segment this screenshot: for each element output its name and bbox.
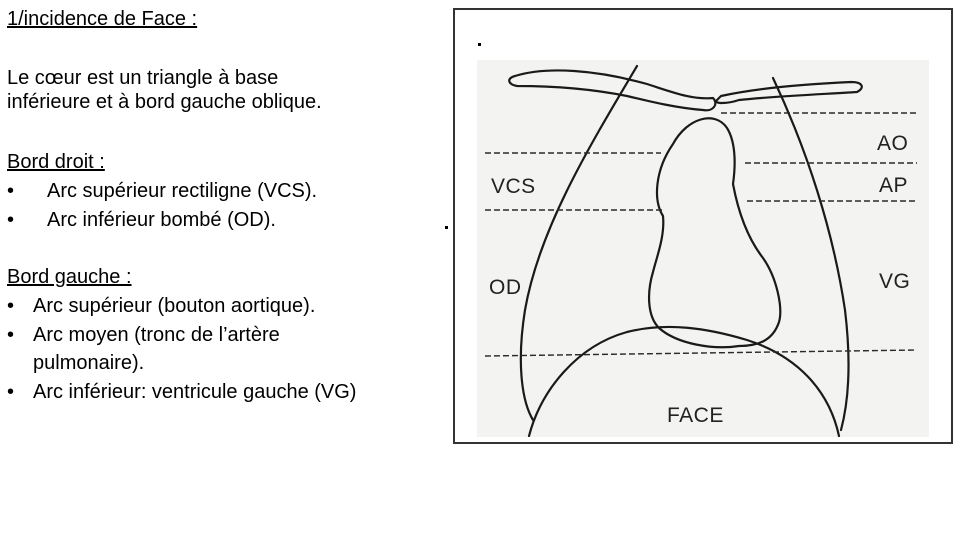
slide-title: 1/incidence de Face : [7,8,198,30]
label-vcs: VCS [491,175,536,198]
dash-bottom [484,349,918,357]
label-vg: VG [879,270,910,293]
bord-gauche-item-1: Arc supérieur (bouton aortique). [33,295,316,317]
label-ao: AO [877,132,908,155]
bord-droit-item-1: Arc supérieur rectiligne (VCS). [47,180,318,202]
heart-silhouette [647,117,782,349]
bullet-icon: • [7,180,15,202]
bord-gauche-heading: Bord gauche : [7,266,132,288]
right-clavicle [715,80,863,105]
diaphragm-dome [527,325,841,437]
label-od: OD [489,276,522,299]
bullet-icon: • [7,381,15,403]
intro-line-1: Le cœur est un triangle à base [7,67,279,89]
intro-line-2: inférieure et à bord gauche oblique. [7,91,322,113]
left-clavicle [508,69,717,112]
bord-droit-heading: Bord droit : [7,151,105,173]
heart-diagram-face: VCS OD AO AP VG FACE [477,60,929,437]
bord-gauche-item-2-cont: pulmonaire). [33,352,145,374]
stray-dot [445,226,448,229]
label-face: FACE [667,404,724,427]
right-lung-border [519,64,639,422]
left-lung-border [771,76,850,432]
label-ap: AP [879,174,908,197]
bord-gauche-item-3: Arc inférieur: ventricule gauche (VG) [33,381,357,403]
stray-dot [478,43,481,46]
bord-gauche-item-2: Arc moyen (tronc de l’artère [33,324,280,346]
bullet-icon: • [7,324,15,346]
bord-droit-item-2: Arc inférieur bombé (OD). [47,209,276,231]
bullet-icon: • [7,295,15,317]
bullet-icon: • [7,209,15,231]
